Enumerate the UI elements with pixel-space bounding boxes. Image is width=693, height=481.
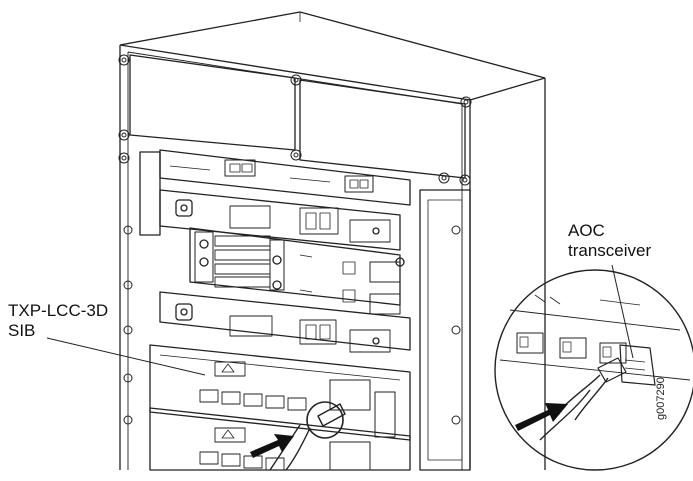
leader-line-transceiver	[611, 264, 634, 359]
detail-zoom-circle	[494, 269, 693, 471]
transceiver-callout-line2: transceiver	[568, 241, 652, 260]
sib-callout-line1: TXP-LCC-3D	[8, 301, 109, 320]
figure-id: g007290	[655, 377, 667, 420]
insert-arrow-chassis	[250, 434, 294, 458]
transceiver-callout-line1: AOC	[568, 221, 605, 240]
bottom-sib-card	[149, 407, 411, 471]
chassis-enclosure	[119, 11, 546, 471]
leader-line-sib	[46, 337, 206, 376]
upper-card	[139, 151, 401, 251]
transceiver-callout-label: AOC transceiver	[568, 221, 651, 261]
sib-ports-row	[199, 389, 307, 411]
chassis-screws	[118, 54, 472, 425]
lower-sib-card	[159, 291, 411, 353]
control-board-slot	[159, 149, 411, 206]
sib-callout-label: TXP-LCC-3D SIB	[8, 301, 108, 341]
txp-lcc-3d-sib-card	[149, 344, 411, 441]
sib-callout-line2: SIB	[8, 321, 36, 340]
insert-arrow-detail	[515, 403, 568, 431]
adapter-card	[189, 227, 405, 315]
